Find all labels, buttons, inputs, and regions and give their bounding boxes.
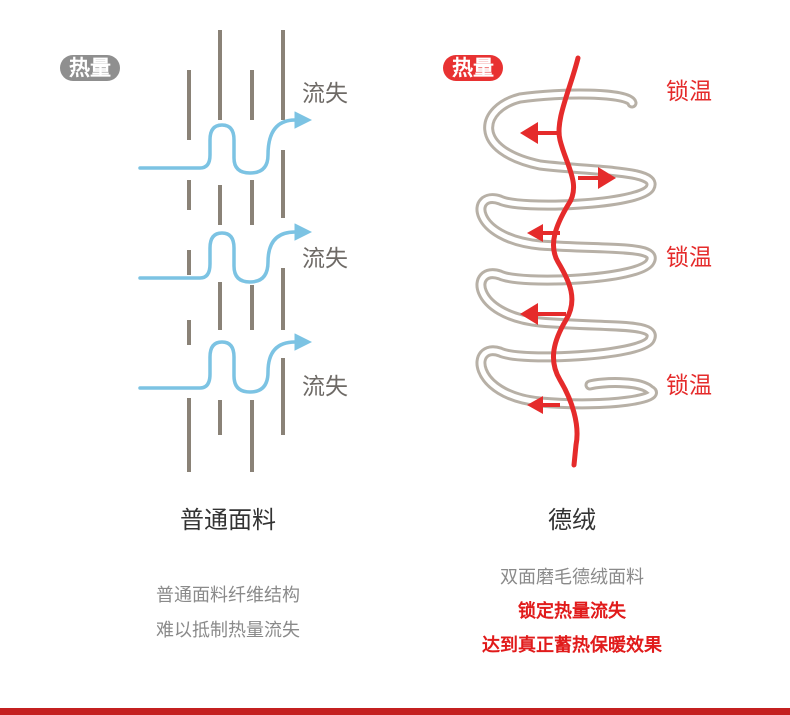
left-title: 普通面料: [180, 506, 276, 534]
right-description-line-2: 锁定热量流失: [518, 601, 626, 622]
spiral-coil-highlight-icon: [478, 91, 655, 407]
lock-label-1: 锁温: [666, 79, 712, 105]
loss-label-3: 流失: [302, 374, 348, 400]
heat-escape-arrows-icon: [138, 111, 312, 394]
fiber-layers-icon: [187, 30, 285, 472]
heat-badge-right: 热量: [443, 55, 503, 81]
loss-label-2: 流失: [302, 246, 348, 272]
left-description-line-1: 普通面料纤维结构: [156, 585, 300, 606]
lock-label-3: 锁温: [666, 373, 712, 399]
right-title: 德绒: [548, 506, 596, 534]
lock-label-2: 锁温: [666, 245, 712, 271]
bottom-accent-bar: [0, 708, 790, 715]
right-description-line-1: 双面磨毛德绒面料: [500, 567, 644, 588]
right-description-line-3: 达到真正蓄热保暖效果: [482, 635, 662, 656]
heat-badge-left: 热量: [60, 55, 120, 81]
heat-lock-line-icon: [550, 55, 581, 468]
loss-label-1: 流失: [302, 81, 348, 107]
left-description-line-2: 难以抵制热量流失: [156, 620, 300, 641]
heat-lock-arrows-icon: [520, 122, 616, 414]
